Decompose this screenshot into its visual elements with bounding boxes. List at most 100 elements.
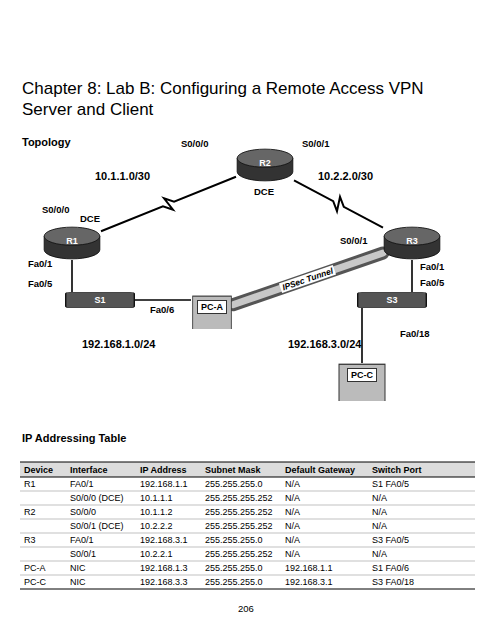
table-cell: N/A	[372, 507, 387, 518]
table-rule	[20, 533, 475, 534]
table-cell: S1 FA0/5	[372, 479, 409, 490]
table-cell: S0/0/0 (DCE)	[70, 493, 124, 504]
table-cell: N/A	[372, 493, 387, 504]
table-cell: 255.255.255.252	[205, 507, 273, 518]
page-title: Chapter 8: Lab B: Configuring a Remote A…	[22, 78, 472, 120]
ethernet-line	[411, 260, 413, 292]
device-label: R3	[406, 236, 418, 246]
table-cell: N/A	[285, 493, 300, 504]
table-cell: 192.168.3.1	[140, 535, 188, 546]
pc-monitor	[193, 296, 232, 329]
table-rule	[20, 519, 475, 520]
table-cell: 255.255.255.0	[205, 563, 263, 574]
table-cell: N/A	[285, 549, 300, 560]
ethernet-link	[412, 260, 413, 292]
switch-icon: S1	[65, 292, 135, 308]
table-header: Interface	[70, 465, 108, 476]
switch-icon: S3	[357, 292, 427, 308]
table-cell: 10.2.2.1	[140, 549, 173, 560]
router-icon: R1	[43, 226, 101, 260]
table-cell: R1	[24, 479, 36, 490]
table-cell: N/A	[372, 521, 387, 532]
table-header: IP Address	[140, 465, 187, 476]
interface-label: Fa0/5	[420, 277, 444, 288]
table-cell: 255.255.255.0	[205, 535, 263, 546]
table-cell: 10.1.1.1	[140, 493, 173, 504]
subnet-label: 192.168.1.0/24	[82, 338, 155, 351]
serial-link	[294, 180, 383, 227]
pc-label: PC-A	[197, 300, 227, 314]
table-cell: FA0/1	[70, 479, 94, 490]
device-label: S3	[386, 295, 397, 305]
table-cell: 255.255.255.0	[205, 577, 263, 588]
serial-line	[294, 180, 383, 227]
table-header: Subnet Mask	[205, 465, 261, 476]
table-cell: NIC	[70, 563, 86, 574]
table-rule	[20, 462, 475, 463]
table-cell: 192.168.1.1	[285, 563, 333, 574]
interface-label: Fa0/1	[28, 258, 52, 269]
ethernet-link	[72, 260, 73, 292]
subnet-label: 10.1.1.0/30	[95, 170, 150, 183]
pc-icon: PC-A	[191, 295, 233, 329]
table-cell: 255.255.255.0	[205, 479, 263, 490]
table-cell: S0/0/1	[70, 549, 96, 560]
table-cell: 10.1.1.2	[140, 507, 173, 518]
ethernet-line	[361, 308, 363, 363]
subnet-label: 192.168.3.0/24	[288, 338, 361, 351]
table-cell: PC-A	[24, 563, 46, 574]
table-rule	[20, 491, 475, 492]
table-header: Default Gateway	[285, 465, 355, 476]
table-rule	[20, 547, 475, 548]
table-cell: S3 FA0/5	[372, 535, 409, 546]
table-cell: NIC	[70, 577, 86, 588]
table-cell: 192.168.3.3	[140, 577, 188, 588]
table-cell: PC-C	[24, 577, 46, 588]
table-cell: S0/0/1 (DCE)	[70, 521, 124, 532]
table-header: Device	[24, 465, 53, 476]
table-cell: S1 FA0/6	[372, 563, 409, 574]
device-label: R2	[259, 158, 271, 168]
table-cell: N/A	[285, 521, 300, 532]
table-cell: R2	[24, 507, 36, 518]
serial-line	[101, 177, 236, 232]
device-label: R1	[66, 236, 78, 246]
dce-label: DCE	[80, 213, 100, 224]
router-top	[237, 149, 293, 167]
interface-label: Fa0/5	[28, 278, 52, 289]
table-rule	[20, 477, 475, 478]
pc-icon: PC-C	[337, 363, 387, 401]
interface-label: S0/0/0	[181, 138, 208, 149]
interface-label: S0/0/0	[42, 204, 69, 215]
table-cell: 255.255.255.252	[205, 493, 273, 504]
router-icon: R3	[383, 226, 441, 260]
table-cell: 255.255.255.252	[205, 549, 273, 560]
pc-monitor	[339, 364, 385, 401]
device-label: S1	[94, 295, 105, 305]
table-cell: FA0/1	[70, 535, 94, 546]
table-cell: N/A	[372, 549, 387, 560]
table-cell: 192.168.1.3	[140, 563, 188, 574]
router-top	[384, 227, 440, 245]
ethernet-line	[71, 260, 73, 292]
switch-body	[66, 292, 135, 307]
pc-label: PC-C	[347, 368, 377, 382]
table-header: Switch Port	[372, 465, 422, 476]
ethernet-line	[135, 299, 191, 301]
table-rule	[20, 505, 475, 506]
table-cell: 192.168.3.1	[285, 577, 333, 588]
table-header-band	[20, 462, 475, 477]
interface-label: Fa0/18	[400, 328, 430, 339]
table-cell: 255.255.255.252	[205, 521, 273, 532]
table-cell: N/A	[285, 535, 300, 546]
table-cell: 10.2.2.2	[140, 521, 173, 532]
table-rule	[20, 561, 475, 562]
section-heading: Topology	[22, 136, 71, 149]
table-cell: N/A	[285, 479, 300, 490]
ethernet-link	[362, 308, 363, 363]
dce-label: DCE	[254, 186, 274, 197]
serial-link	[101, 177, 236, 232]
table-cell: 192.168.1.1	[140, 479, 188, 490]
switch-body	[358, 292, 427, 307]
